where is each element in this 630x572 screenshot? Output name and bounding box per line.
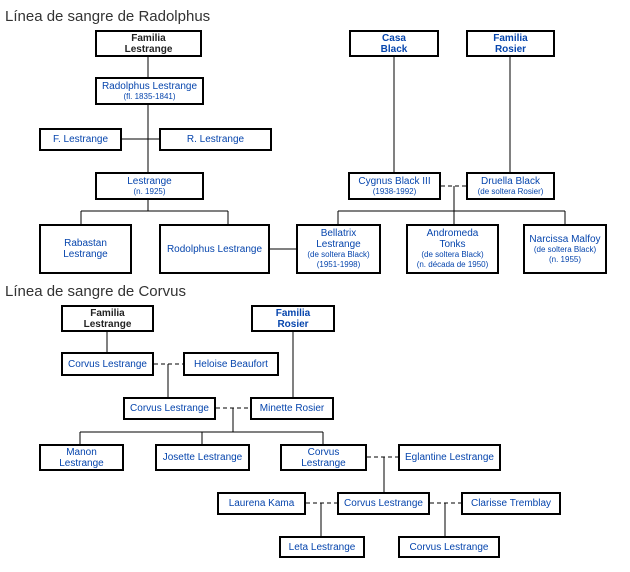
node-lestrange-1925[interactable]: Lestrange (n. 1925)	[95, 172, 204, 200]
heading-radolphus: Línea de sangre de Radolphus	[5, 8, 211, 25]
node-corvus-lestrange-5[interactable]: Corvus Lestrange	[398, 536, 500, 558]
node-heloise-beaufort[interactable]: Heloise Beaufort	[183, 352, 279, 376]
node-laurena-kama[interactable]: Laurena Kama	[217, 492, 306, 515]
node-eglantine-lestrange[interactable]: Eglantine Lestrange	[398, 444, 501, 471]
node-clarisse-tremblay[interactable]: Clarisse Tremblay	[461, 492, 561, 515]
node-andromeda-tonks[interactable]: Andromeda Tonks (de soltera Black) (n. d…	[406, 224, 499, 274]
node-druella-black[interactable]: Druella Black (de soltera Rosier)	[466, 172, 555, 200]
node-casa-black: Casa Black	[349, 30, 439, 57]
node-narcissa-malfoy[interactable]: Narcissa Malfoy (de soltera Black) (n. 1…	[523, 224, 607, 274]
node-familia-lestrange-2: Familia Lestrange	[61, 305, 154, 332]
node-corvus-lestrange-3[interactable]: Corvus Lestrange	[280, 444, 367, 471]
node-manon-lestrange[interactable]: Manon Lestrange	[39, 444, 124, 471]
node-corvus-lestrange-1[interactable]: Corvus Lestrange	[61, 352, 154, 376]
node-familia-rosier-2: Familia Rosier	[251, 305, 335, 332]
node-r-lestrange[interactable]: R. Lestrange	[159, 128, 272, 151]
node-leta-lestrange[interactable]: Leta Lestrange	[279, 536, 365, 558]
node-corvus-lestrange-4[interactable]: Corvus Lestrange	[337, 492, 430, 515]
node-familia-rosier: Familia Rosier	[466, 30, 555, 57]
node-corvus-lestrange-2[interactable]: Corvus Lestrange	[123, 397, 216, 420]
node-f-lestrange[interactable]: F. Lestrange	[39, 128, 122, 151]
heading-corvus: Línea de sangre de Corvus	[5, 283, 186, 300]
node-rodolphus-lestrange[interactable]: Rodolphus Lestrange	[159, 224, 270, 274]
node-josette-lestrange[interactable]: Josette Lestrange	[155, 444, 250, 471]
node-radolphus-lestrange[interactable]: Radolphus Lestrange (fl. 1835-1841)	[95, 77, 204, 105]
node-bellatrix-lestrange[interactable]: Bellatrix Lestrange (de soltera Black) (…	[296, 224, 381, 274]
node-rabastan-lestrange[interactable]: Rabastan Lestrange	[39, 224, 132, 274]
node-minette-rosier[interactable]: Minette Rosier	[250, 397, 334, 420]
node-familia-lestrange: Familia Lestrange	[95, 30, 202, 57]
node-cygnus-black-iii[interactable]: Cygnus Black III (1938-1992)	[348, 172, 441, 200]
